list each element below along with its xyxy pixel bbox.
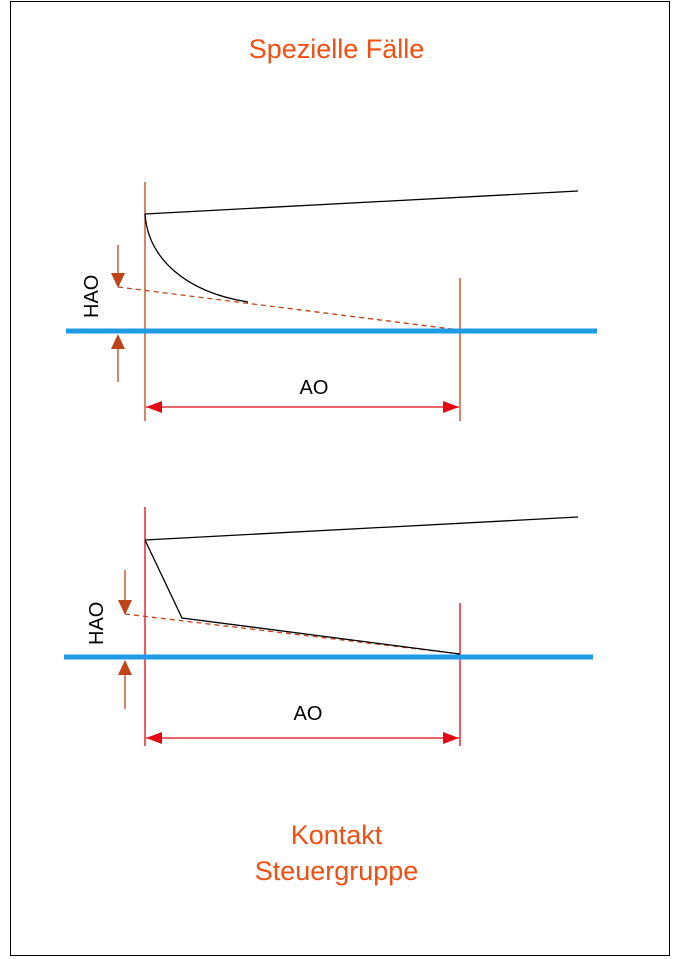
length-label: AO (300, 377, 329, 399)
angular-profile-line (144, 539, 461, 655)
diagram-angular-case: HAO AO (64, 507, 593, 746)
hao-arrow-up-head (111, 334, 125, 349)
dashed-slope-line (117, 286, 461, 331)
hao-arrow-down-head (111, 273, 125, 288)
top-profile-line (144, 190, 579, 215)
height-label: HAO (86, 602, 108, 645)
length-arrow-left-head (146, 401, 162, 413)
slide-frame (10, 1, 670, 956)
curved-profile-line (144, 213, 249, 303)
length-arrow-left-head (146, 732, 162, 744)
top-profile-line (144, 516, 579, 541)
length-label: AO (294, 703, 323, 725)
footer-line-contact: Kontakt (290, 820, 383, 850)
length-arrow-right-head (443, 401, 459, 413)
length-arrow-right-head (443, 732, 459, 744)
height-label: HAO (81, 275, 103, 318)
hao-arrow-up-head (118, 660, 132, 675)
footer-line-group: Steuergruppe (254, 856, 419, 886)
footer-text: Kontakt Steuergruppe (0, 818, 673, 890)
page-title: Spezielle Fälle (248, 34, 425, 64)
hao-arrow-down-head (118, 600, 132, 615)
diagram-curved-case: HAO AO (66, 182, 597, 421)
